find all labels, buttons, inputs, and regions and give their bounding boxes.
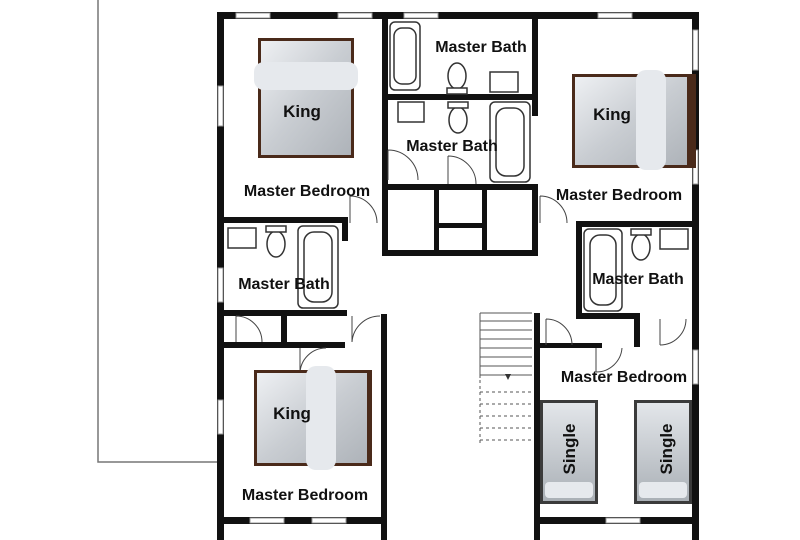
room-label-master-bath-top: Master Bath (435, 39, 527, 56)
bed-label-single-left: Single (560, 423, 579, 474)
bed-label-king-top-left: King (283, 102, 321, 121)
bath-fixtures (227, 21, 689, 312)
site-outline (97, 0, 220, 463)
bed-king-top-right (572, 70, 696, 170)
room-label-master-bath-right: Master Bath (592, 271, 684, 288)
room-label-master-bedroom-top-right: Master Bedroom (556, 187, 682, 204)
bed-single-right (634, 400, 692, 504)
room-label-master-bedroom-bottom-right: Master Bedroom (561, 369, 687, 386)
bed-king-top-left (254, 38, 358, 158)
interior-walls (217, 12, 699, 540)
bed-label-single-right: Single (657, 423, 676, 474)
room-label-master-bath-left: Master Bath (238, 276, 330, 293)
bed-king-bottom-left (254, 366, 372, 470)
room-label-master-bath-center: Master Bath (406, 138, 498, 155)
bed-label-king-bottom-left: King (273, 404, 311, 423)
room-label-master-bedroom-top-left: Master Bedroom (244, 183, 370, 200)
windows (217, 12, 699, 524)
bed-single-left (540, 400, 598, 504)
doors (235, 149, 687, 375)
staircase (479, 312, 532, 445)
room-label-master-bedroom-bottom-left: Master Bedroom (242, 487, 368, 504)
bed-label-king-top-right: King (593, 105, 631, 124)
